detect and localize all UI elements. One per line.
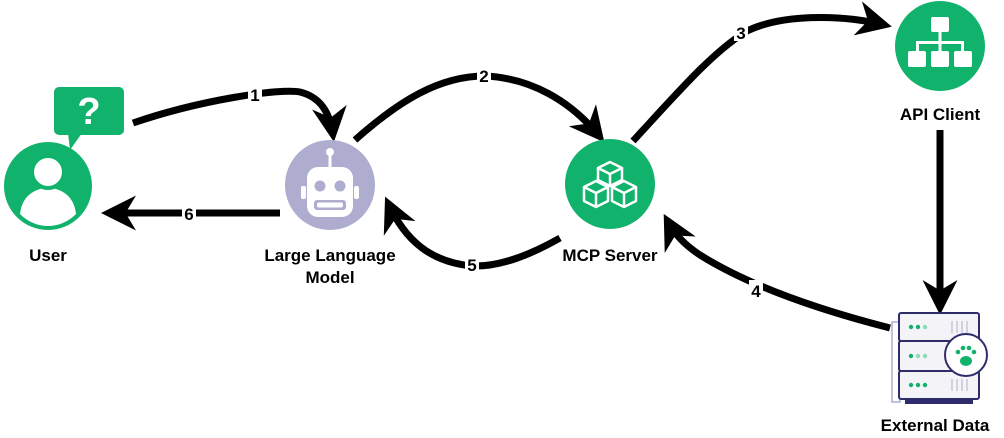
paw-badge-icon — [944, 333, 988, 377]
edge-2: 2 — [352, 66, 605, 143]
edge-6: 6 — [101, 195, 280, 231]
mcp-label: MCP Server — [562, 246, 658, 265]
llm-label-line2: Model — [305, 268, 355, 287]
edge-4: 4 — [663, 213, 891, 332]
external-data-node[interactable] — [891, 312, 988, 404]
mcp-node[interactable] — [565, 139, 655, 229]
edge-label-3: 3 — [736, 24, 745, 43]
edge-label-4: 4 — [751, 282, 761, 301]
svg-text:?: ? — [77, 91, 100, 133]
user-label: User — [29, 246, 67, 265]
llm-label: Large Language Model — [240, 245, 420, 289]
edge-label-5: 5 — [467, 256, 476, 275]
edge-label-1: 1 — [250, 86, 259, 105]
hierarchy-icon — [895, 1, 985, 91]
api-client-node[interactable] — [895, 1, 985, 91]
edge-label-2: 2 — [479, 67, 488, 86]
edge-1: 1 — [131, 85, 347, 142]
edge-5: 5 — [383, 196, 562, 275]
question-bubble-icon: ? — [54, 87, 124, 150]
edge-3: 3 — [630, 1, 892, 144]
user-node[interactable]: ? — [4, 87, 124, 230]
llm-label-line1: Large Language — [264, 246, 396, 265]
robot-icon — [285, 140, 375, 230]
cubes-icon — [565, 139, 655, 229]
user-icon — [4, 142, 92, 230]
server-rack-icon — [891, 312, 988, 404]
edge-label-6: 6 — [184, 205, 193, 224]
external-data-label: External Data — [880, 416, 990, 435]
api-client-label: API Client — [899, 105, 981, 124]
llm-node[interactable] — [285, 140, 375, 230]
